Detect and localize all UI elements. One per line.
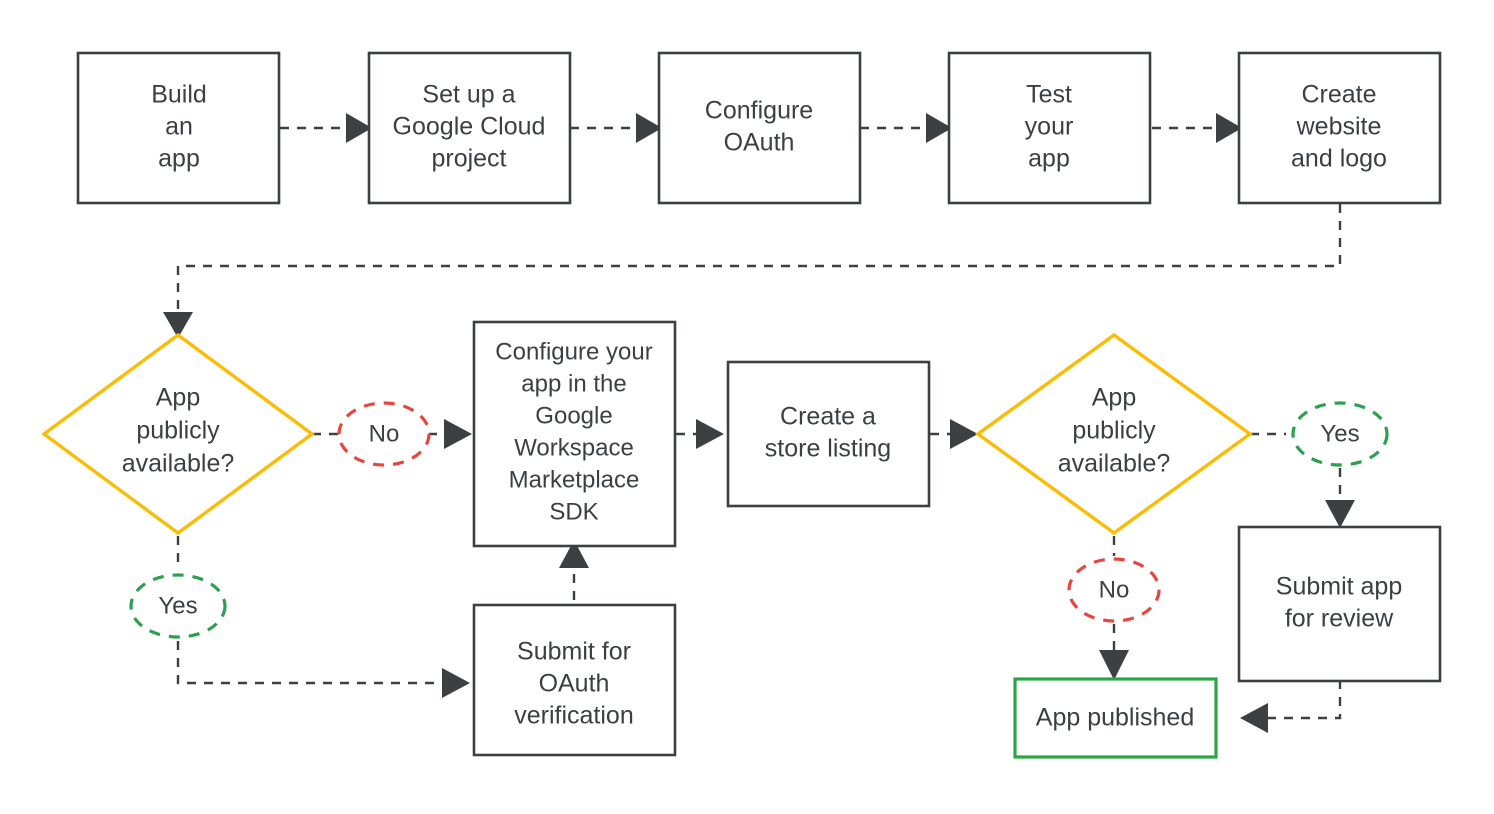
edge-label-yes-1-text: Yes bbox=[158, 592, 197, 619]
node-set-up-gcp-project[interactable]: Set up a Google Cloud project bbox=[367, 51, 572, 205]
edge-oauth-to-test bbox=[860, 113, 952, 143]
node-set-up-gcp-project-line-2: project bbox=[431, 145, 506, 173]
node-decision-public-1-line-2: available? bbox=[122, 450, 235, 478]
node-configure-app-sdk-line-3: Workspace bbox=[514, 434, 634, 461]
edge-label-no-1: No bbox=[337, 401, 431, 467]
node-decision-public-1[interactable]: App publicly available? bbox=[41, 332, 315, 536]
node-test-your-app-line-1: your bbox=[1025, 113, 1074, 141]
node-configure-app-sdk-line-2: Google bbox=[535, 402, 612, 429]
edge-decision2-no bbox=[1099, 536, 1129, 680]
edge-build-to-project bbox=[280, 113, 372, 143]
edge-review-to-published bbox=[1240, 680, 1342, 733]
node-build-an-app-line-2: app bbox=[158, 145, 200, 173]
edge-website-to-decision1 bbox=[163, 204, 1342, 338]
node-create-website-logo-line-2: and logo bbox=[1291, 145, 1387, 173]
node-set-up-gcp-project-line-1: Google Cloud bbox=[393, 113, 546, 141]
node-submit-app-review-line-1: for review bbox=[1285, 605, 1394, 633]
node-create-website-logo-line-0: Create bbox=[1301, 81, 1376, 109]
node-test-your-app-line-0: Test bbox=[1026, 81, 1072, 109]
node-build-an-app-line-0: Build bbox=[151, 81, 207, 109]
node-create-store-listing-line-1: store listing bbox=[765, 435, 891, 463]
node-build-an-app[interactable]: Build an app bbox=[76, 51, 281, 205]
node-create-website-logo-line-1: website bbox=[1296, 113, 1382, 141]
edge-decision2-yes bbox=[1250, 432, 1355, 528]
node-configure-app-sdk-line-5: SDK bbox=[549, 498, 598, 525]
node-create-store-listing[interactable]: Create a store listing bbox=[726, 360, 931, 508]
edge-project-to-oauth bbox=[570, 113, 662, 143]
edge-label-no-1-text: No bbox=[369, 420, 400, 447]
node-decision-public-2-line-0: App bbox=[1092, 384, 1136, 412]
node-test-your-app-line-2: app bbox=[1028, 145, 1070, 173]
node-configure-oauth-line-0: Configure bbox=[705, 97, 813, 125]
node-configure-app-sdk-line-1: app in the bbox=[521, 370, 626, 397]
node-configure-oauth-line-1: OAuth bbox=[724, 129, 795, 157]
edge-label-yes-1: Yes bbox=[129, 573, 227, 639]
node-create-store-listing-line-0: Create a bbox=[780, 403, 876, 431]
edge-label-no-2: No bbox=[1067, 557, 1161, 623]
edge-listing-to-decision2 bbox=[930, 419, 978, 449]
node-submit-oauth-verification-line-2: verification bbox=[514, 702, 634, 730]
node-submit-app-review-line-0: Submit app bbox=[1276, 573, 1402, 601]
node-submit-oauth-verification[interactable]: Submit for OAuth verification bbox=[472, 603, 677, 757]
node-decision-public-2-line-2: available? bbox=[1058, 450, 1171, 478]
node-configure-app-sdk-line-4: Marketplace bbox=[509, 466, 640, 493]
node-decision-public-1-line-1: publicly bbox=[136, 417, 220, 445]
edge-configure-to-listing bbox=[676, 419, 724, 449]
node-create-website-logo[interactable]: Create website and logo bbox=[1237, 51, 1442, 205]
node-build-an-app-line-1: an bbox=[165, 113, 193, 141]
node-decision-public-1-line-0: App bbox=[156, 384, 200, 412]
node-decision-public-2[interactable]: App publicly available? bbox=[975, 332, 1253, 536]
node-app-published-line-0: App published bbox=[1036, 704, 1194, 732]
edge-label-yes-2-text: Yes bbox=[1320, 420, 1359, 447]
node-configure-oauth[interactable]: Configure OAuth bbox=[657, 51, 862, 205]
node-submit-app-review[interactable]: Submit app for review bbox=[1237, 525, 1442, 683]
edge-decision1-no bbox=[312, 419, 472, 449]
edge-test-to-website bbox=[1152, 113, 1242, 143]
edge-label-yes-2: Yes bbox=[1291, 401, 1389, 467]
node-configure-app-sdk-line-0: Configure your bbox=[495, 338, 652, 365]
edge-label-no-2-text: No bbox=[1099, 576, 1130, 603]
node-test-your-app[interactable]: Test your app bbox=[947, 51, 1152, 205]
edge-decision1-yes bbox=[176, 536, 470, 698]
node-app-published[interactable]: App published bbox=[1013, 677, 1218, 759]
node-submit-oauth-verification-line-0: Submit for bbox=[517, 638, 631, 666]
node-configure-app-sdk[interactable]: Configure your app in the Google Workspa… bbox=[472, 320, 677, 548]
node-submit-oauth-verification-line-1: OAuth bbox=[539, 670, 610, 698]
node-decision-public-2-line-1: publicly bbox=[1072, 417, 1156, 445]
node-set-up-gcp-project-line-0: Set up a bbox=[422, 81, 515, 109]
